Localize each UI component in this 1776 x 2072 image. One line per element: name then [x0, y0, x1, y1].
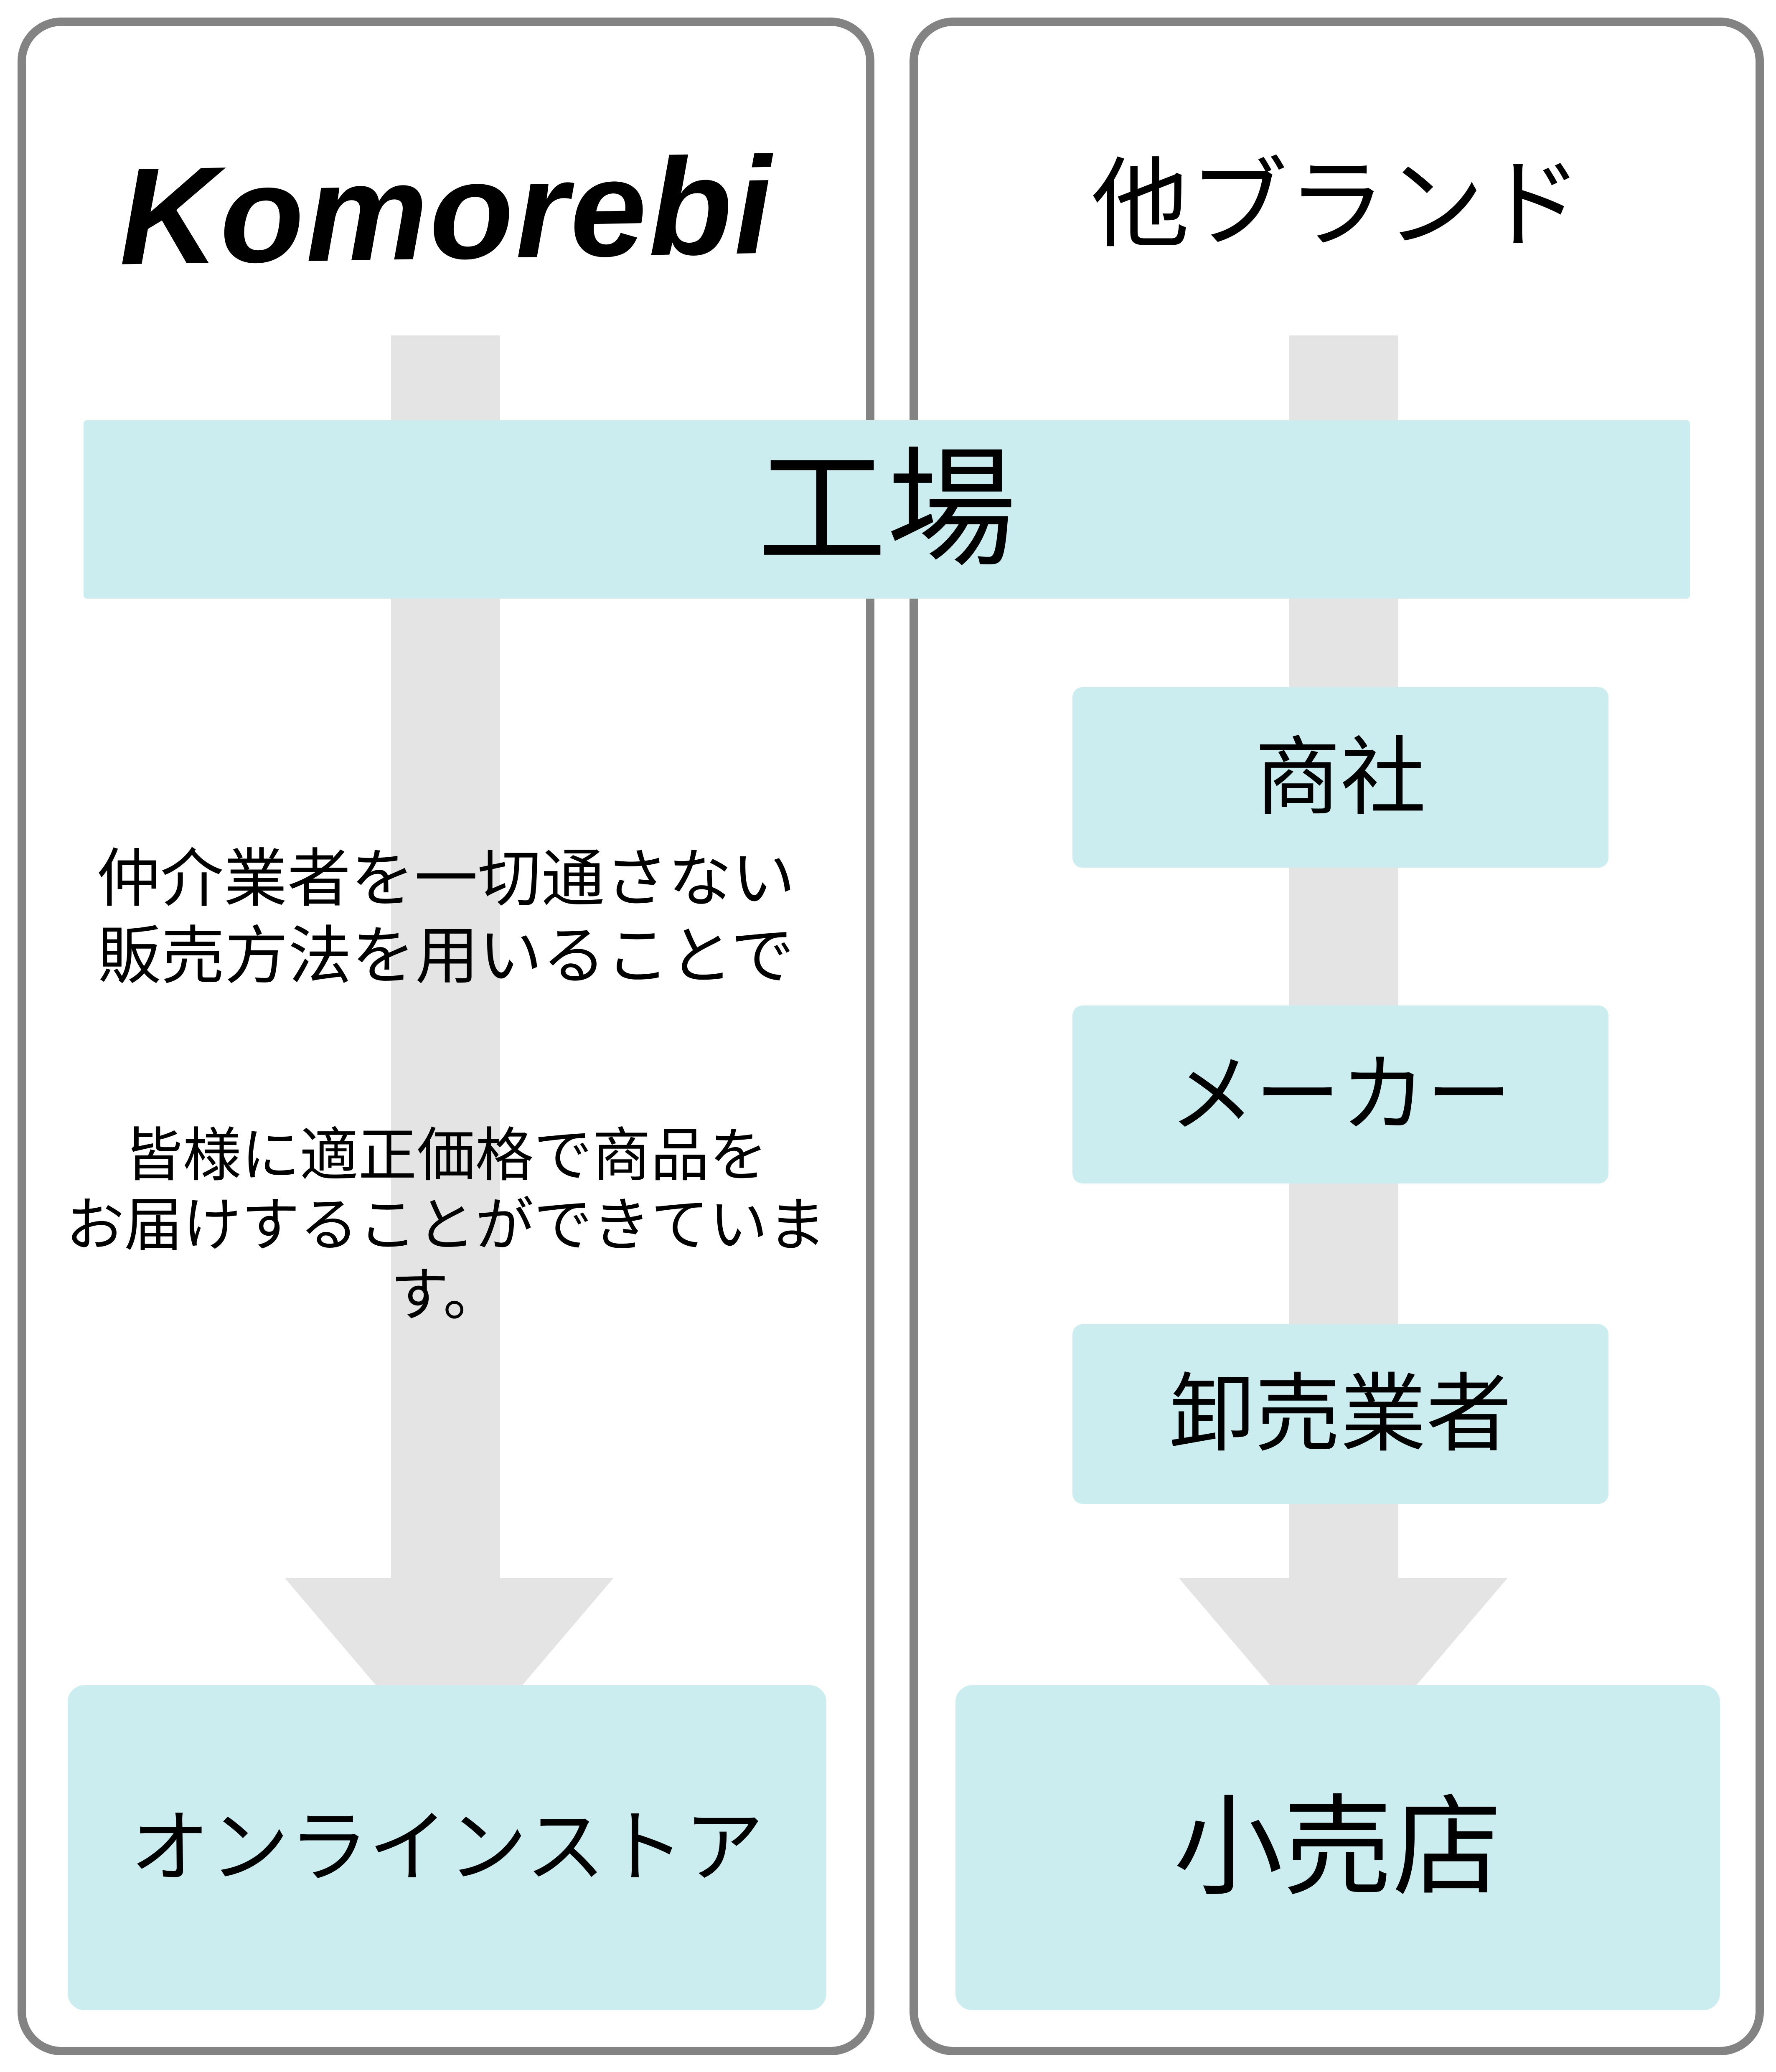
step-box-maker: メーカー — [1072, 1006, 1608, 1183]
factory-box: 工場 — [84, 420, 1690, 599]
description-line: 販売方法を用いることで — [97, 921, 795, 992]
komorebi-brand-title: Komorebi — [117, 128, 775, 294]
komorebi-description-block-1: 仲介業者を一切通さない 販売方法を用いることで — [18, 840, 874, 995]
step-box-trading-company: 商社 — [1072, 687, 1608, 868]
retail-store-box: 小売店 — [955, 1685, 1720, 2010]
description-line: お届けすることができています。 — [66, 1192, 826, 1328]
online-store-box: オンラインストア — [68, 1685, 826, 2010]
step-box-wholesaler: 卸売業者 — [1072, 1324, 1608, 1504]
komorebi-description-block-2: 皆様に適正価格で商品を お届けすることができています。 — [18, 1120, 874, 1330]
description-line: 皆様に適正価格で商品を — [124, 1122, 768, 1188]
other-brands-title: 他ブランド — [1091, 150, 1582, 259]
description-line: 仲介業者を一切通さない — [97, 843, 795, 914]
